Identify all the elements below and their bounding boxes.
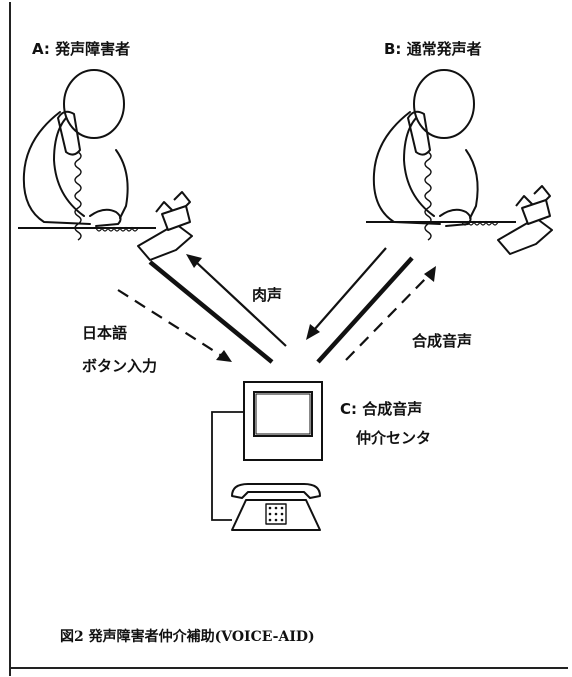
arrow-b-to-c (313, 247, 387, 331)
label-natural-voice: 肉声 (252, 286, 283, 304)
terminal-c-screen-inner (255, 393, 311, 435)
arrow-natural-voice (195, 261, 287, 347)
person-b-hand (439, 208, 472, 227)
phone-b-cord (461, 220, 499, 226)
arrow-japanese-input (117, 289, 223, 357)
label-japanese: 日本語 (82, 324, 128, 342)
link-a-c (148, 260, 274, 364)
telephone-a-icon (137, 191, 193, 261)
terminal-c-icon (243, 381, 323, 461)
person-a-figure (22, 69, 129, 227)
label-synthetic-voice: 合成音声 (412, 332, 473, 350)
terminal-c-screen (253, 391, 313, 437)
arrow-b-to-c-head (306, 324, 320, 340)
person-b-cord (424, 151, 432, 241)
person-a-body (22, 111, 91, 225)
label-button-input: ボタン入力 (82, 357, 158, 375)
person-b-front (465, 149, 479, 219)
telephone-b-icon (497, 185, 553, 255)
person-b-head (413, 69, 475, 139)
person-a-hand (89, 208, 122, 227)
person-a-front (115, 149, 129, 219)
person-b-figure (372, 69, 479, 227)
arrow-synthetic-voice-head (424, 266, 436, 282)
link-c-b (316, 256, 414, 364)
arrow-japanese-input-head (216, 350, 232, 362)
phone-a-cord (95, 226, 139, 232)
terminal-c-cable (211, 411, 244, 521)
terminal-c-housing (243, 381, 323, 461)
person-a-head (63, 69, 125, 139)
figure-caption: 図2 発声障害者仲介補助(VOICE-AID) (60, 629, 315, 645)
label-center-c-title: C: 合成音声 (340, 400, 423, 418)
label-center-c-subtitle: 仲介センタ (356, 429, 432, 447)
person-b-body (372, 111, 441, 225)
label-person-a: A: 発声障害者 (32, 40, 131, 58)
arrows-a-c (117, 254, 287, 364)
person-a-cord (74, 151, 82, 241)
person-a-receiver (57, 110, 81, 156)
person-b-receiver (407, 110, 431, 156)
label-person-b: B: 通常発声者 (384, 40, 482, 58)
telephone-c-icon (231, 483, 321, 531)
arrow-natural-voice-head (186, 254, 202, 268)
arrows-b-c (306, 247, 436, 364)
